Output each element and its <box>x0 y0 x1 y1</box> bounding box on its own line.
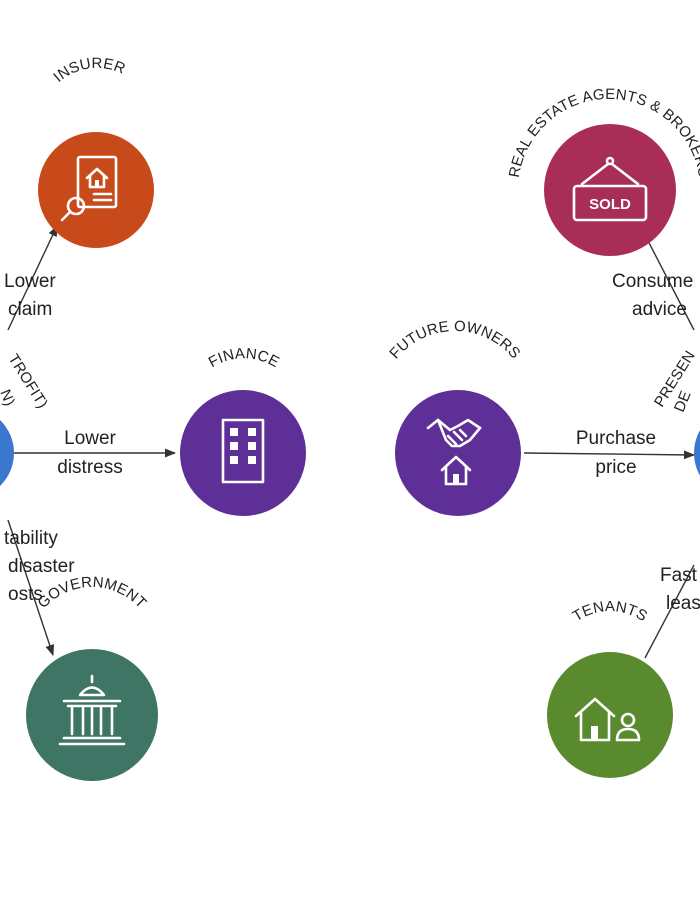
edge-label-real-estate-line-1: Consume <box>612 271 693 292</box>
office-building-icon <box>221 418 265 484</box>
finance-circle <box>180 390 306 516</box>
insurer-node: INSURER <box>38 55 154 248</box>
edge-label-tenants-line-2: leas <box>666 593 700 614</box>
sold-sign-icon: SOLD <box>572 156 648 222</box>
handshake-house-icon <box>426 418 482 486</box>
edge-line-future-owners <box>523 450 696 460</box>
edge-line-government <box>7 519 55 657</box>
sold-sign-text: SOLD <box>589 196 631 213</box>
finance-node: FINANCE <box>180 345 306 516</box>
house-person-icon <box>574 697 641 742</box>
edge-label-government-line-2: disaster <box>8 556 75 577</box>
right-hub-title-fragment-2: DE <box>671 388 695 414</box>
insurer-title: INSURER <box>50 55 128 86</box>
edge-label-future-owners: Purchase price <box>576 428 656 478</box>
tenants-node: TENANTS <box>547 598 673 778</box>
future-owners-title: FUTURE OWNERS <box>386 318 523 362</box>
tenants-title: TENANTS <box>570 598 651 625</box>
insurer-circle <box>38 132 154 248</box>
edge-label-government-line-1: tability <box>4 528 58 549</box>
edge-label-government-line-3: osts <box>8 584 43 605</box>
edge-label-tenants-line-1: Fast <box>660 565 698 586</box>
real-estate-node: REAL ESTATE AGENTS & BROKERS SOLD <box>506 86 700 256</box>
left-hub-title-fragment-2: N) <box>0 387 18 408</box>
edge-label-real-estate: Consume advice <box>612 271 693 320</box>
house-document-magnifier-icon <box>60 155 118 222</box>
left-hub-circle <box>0 419 14 487</box>
edge-line-real-estate <box>644 234 695 331</box>
edge-label-future-owners-line-1: Purchase <box>576 428 656 449</box>
edge-label-tenants: Fast leas <box>660 565 700 614</box>
government-building-icon <box>58 674 126 746</box>
edge-label-insurer: Lower claim <box>4 271 56 320</box>
edge-label-real-estate-line-2: advice <box>632 299 687 320</box>
edge-label-insurer-line-1: Lower <box>4 271 56 292</box>
edge-label-government: tability disaster osts <box>4 528 75 605</box>
edge-label-future-owners-line-2: price <box>595 457 636 478</box>
government-node: GOVERNMENT <box>26 574 158 781</box>
finance-title: FINANCE <box>206 345 282 371</box>
government-title: GOVERNMENT <box>34 574 149 612</box>
left-hub-node: TROFIT) N) <box>0 351 51 487</box>
edge-line-tenants <box>644 564 695 659</box>
right-hub-circle <box>694 430 700 476</box>
edge-label-insurer-line-2: claim <box>8 299 52 320</box>
edge-line-insurer <box>7 224 58 331</box>
real-estate-circle <box>544 124 676 256</box>
future-owners-node: FUTURE OWNERS <box>386 318 523 516</box>
edge-label-finance-line-1: Lower <box>64 428 116 449</box>
right-hub-node: PRESEN DE <box>651 348 700 476</box>
edge-label-finance-line-2: distress <box>57 457 122 478</box>
edge-label-finance: Lower distress <box>57 428 122 478</box>
future-owners-circle <box>395 390 521 516</box>
connector-lines <box>7 224 696 659</box>
